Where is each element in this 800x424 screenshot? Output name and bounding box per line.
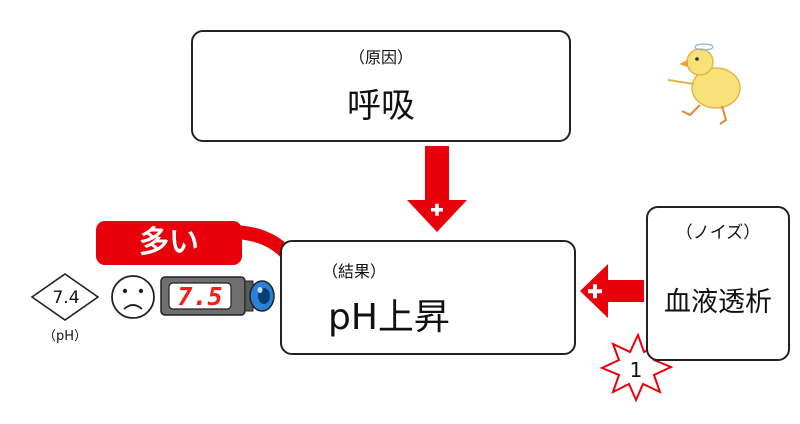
ph-unit-label: （pH） [43,329,88,344]
cause-note: （原因） [348,48,413,67]
result-box: （結果） pH上昇 [280,240,576,355]
noise-box: （ノイズ） 血液透析 [646,206,790,361]
normal-ph-value: 7.4 [52,288,80,308]
cause-box: （原因） 呼吸 [191,30,571,142]
result-title: pH上昇 [328,297,450,338]
duckling-icon [667,43,741,125]
cause-title: 呼吸 [347,86,415,126]
ph-meter-device [160,276,275,316]
result-note: （結果） [322,262,387,281]
diamond-shape [30,273,100,321]
much-badge: 多い [96,221,242,265]
left-arrow [580,264,644,318]
sad-face-icon [111,275,155,319]
noise-note: （ノイズ） [675,223,761,243]
down-arrow [407,146,467,232]
noise-title: 血液透析 [664,287,772,318]
